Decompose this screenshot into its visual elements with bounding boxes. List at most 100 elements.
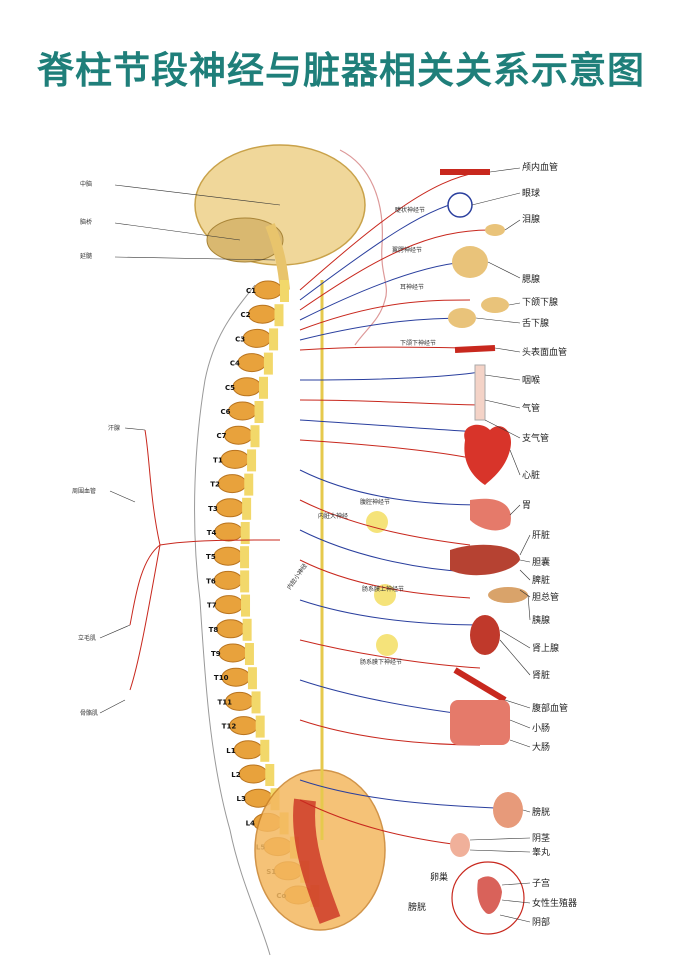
vertebra-label: T1 xyxy=(213,456,223,464)
vertebra-T1 xyxy=(221,450,249,468)
label-peripheral-vessel: 周围血管 xyxy=(72,487,96,495)
organs xyxy=(440,172,528,934)
label-skeletal-muscle: 骨骼肌 xyxy=(80,709,98,717)
sublingual xyxy=(448,308,476,328)
vertebra-label: T12 xyxy=(222,723,237,731)
spinal-cord-segment xyxy=(244,474,253,496)
label-medulla: 延髓 xyxy=(80,252,92,260)
kidney xyxy=(470,615,500,655)
label-kidney: 肾脏 xyxy=(532,669,550,681)
label-inf-mesenteric: 肠系膜下神经节 xyxy=(360,658,402,666)
spinal-cord-segment xyxy=(259,377,268,399)
label-pharynx: 咽喉 xyxy=(522,374,540,386)
spinal-cord-segment xyxy=(252,691,261,713)
vertebra-label: C6 xyxy=(221,408,231,416)
vertebra-C5 xyxy=(233,378,261,396)
label-trachea: 气管 xyxy=(522,402,540,414)
vertebra-label: T5 xyxy=(206,553,216,561)
vertebra-T7 xyxy=(215,596,243,614)
vertebra-C7 xyxy=(224,426,252,444)
testis xyxy=(450,833,470,857)
inferior-mesenteric-ganglion xyxy=(376,634,398,656)
label-small-intestine: 小肠 xyxy=(532,723,550,734)
bladder xyxy=(493,792,523,828)
head-surface-vessel xyxy=(455,348,495,350)
label-lacrimal: 泪腺 xyxy=(522,213,540,225)
spinal-cord-segment xyxy=(245,643,254,665)
vertebra-label: T2 xyxy=(210,481,220,489)
vertebra-label: C7 xyxy=(216,432,226,440)
label-penis: 阴茎 xyxy=(532,832,550,844)
submandibular xyxy=(481,297,509,313)
label-sweat-gland: 汗腺 xyxy=(108,424,120,432)
vertebra-C2 xyxy=(248,305,276,323)
vertebra-label: L1 xyxy=(226,747,235,755)
vertebra-C3 xyxy=(243,329,271,347)
label-abdominal-vessel: 腹部血管 xyxy=(532,702,568,714)
spinal-cord-segment xyxy=(243,619,252,641)
spinal-cord-segment xyxy=(242,498,251,520)
vertebra-label: L2 xyxy=(231,771,240,779)
spinal-cord-segment xyxy=(255,401,264,423)
label-pons: 脑桥 xyxy=(80,218,92,226)
spinal-cord-segment xyxy=(240,546,249,568)
label-midbrain: 中脑 xyxy=(80,180,92,188)
liver xyxy=(450,545,520,575)
spinal-cord-segment xyxy=(241,595,250,617)
label-ovary: 卵巢 xyxy=(430,871,448,883)
vertebra-label: C1 xyxy=(246,287,256,295)
heart xyxy=(464,425,511,485)
label-pancreas: 胰腺 xyxy=(532,614,550,626)
vertebra-T8 xyxy=(217,620,245,638)
spinal-cord-segment xyxy=(248,667,257,689)
vertebra-T2 xyxy=(218,475,246,493)
label-ptero-ganglion: 翼腭神经节 xyxy=(392,246,422,254)
label-celiac-ganglion: 腹腔神经节 xyxy=(360,498,390,506)
vertebra-T4 xyxy=(215,523,243,541)
label-vulva: 阴部 xyxy=(532,916,550,928)
label-spleen: 脾脏 xyxy=(532,574,550,586)
label-gallbladder: 胆囊 xyxy=(532,556,550,568)
label-uterus: 子宫 xyxy=(532,877,550,889)
label-bladder: 膀胱 xyxy=(532,806,550,818)
spinal-cord-segment xyxy=(240,570,249,592)
label-sublingual: 舌下腺 xyxy=(522,317,549,329)
label-bronchus: 支气管 xyxy=(522,432,549,444)
spinal-cord-segment xyxy=(265,764,274,786)
label-liver: 肝脏 xyxy=(532,529,550,541)
vertebra-label: T10 xyxy=(214,674,229,682)
vertebra-T6 xyxy=(214,571,242,589)
vertebra-label: T4 xyxy=(207,529,217,537)
eyeball xyxy=(448,193,472,217)
vertebra-T5 xyxy=(214,547,242,565)
label-eyeball: 眼球 xyxy=(522,187,540,199)
label-head-vessel: 头表面血管 xyxy=(522,346,567,358)
abdominal-vessel xyxy=(455,670,505,700)
vertebra-label: C5 xyxy=(225,384,235,392)
spinal-cord-segment xyxy=(250,425,259,447)
leader-lines-left xyxy=(100,185,280,713)
vertebra-C6 xyxy=(229,402,257,420)
vertebra-label: C4 xyxy=(230,360,240,368)
label-bile-duct: 胆总管 xyxy=(532,591,559,603)
vertebra-label: T6 xyxy=(206,577,216,585)
label-female-genital: 女性生殖器 xyxy=(532,897,577,909)
label-large-intestine: 大肠 xyxy=(532,741,550,753)
spinal-cord-segment xyxy=(241,522,250,544)
intestines xyxy=(450,700,510,745)
label-ciliary-ganglion: 睫状神经节 xyxy=(395,206,425,214)
label-heart: 心脏 xyxy=(522,469,540,481)
trachea xyxy=(475,365,485,420)
label-adrenal: 肾上腺 xyxy=(532,642,559,654)
spinal-cord-segment xyxy=(260,740,269,762)
vertebra-label: T7 xyxy=(207,602,217,610)
vertebra-label: T8 xyxy=(209,626,219,634)
label-parotid: 腮腺 xyxy=(522,273,540,285)
nerve-lines xyxy=(130,172,495,845)
label-otic-ganglion: 耳神经节 xyxy=(400,283,424,291)
label-stomach: 胃 xyxy=(522,500,531,511)
vertebra-label: T9 xyxy=(211,650,221,658)
pancreas xyxy=(488,587,528,603)
uterus xyxy=(477,876,502,914)
lacrimal-gland xyxy=(485,224,505,236)
